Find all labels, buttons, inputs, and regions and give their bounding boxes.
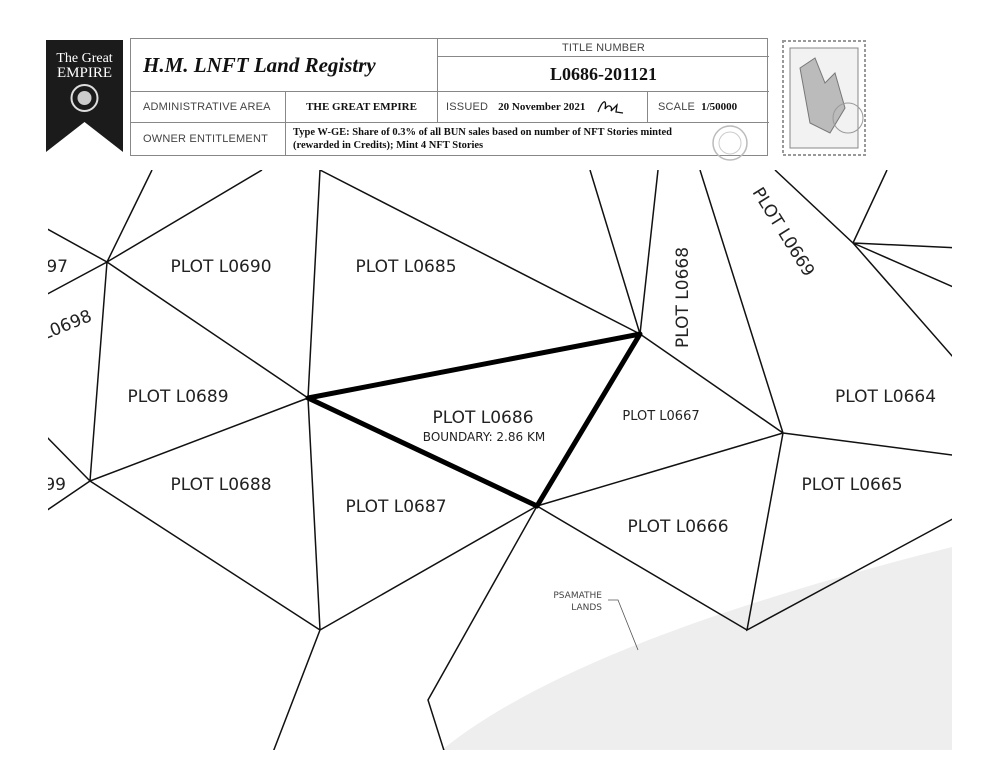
admin-area-value: THE GREAT EMPIRE — [306, 101, 417, 113]
scale-cell: SCALE 1/50000 — [648, 92, 769, 122]
owner-entitlement-line2: (rewarded in Credits); Mint 4 NFT Storie… — [293, 140, 484, 151]
psamathe-lands-region — [441, 547, 952, 750]
owner-entitlement-label: OWNER ENTITLEMENT — [143, 133, 269, 145]
title-number: L0686-201121 — [549, 63, 657, 84]
plot-label-l0689[interactable]: PLOT L0689 — [127, 387, 228, 407]
postage-stamp-icon — [782, 40, 866, 156]
plot-label-l0666[interactable]: PLOT L0666 — [627, 517, 728, 537]
plot-label-l0668[interactable]: PLOT L0668 — [673, 247, 693, 348]
owner-entitlement-line1: Type W-GE: Share of 0.3% of all BUN sale… — [293, 127, 672, 138]
great-empire-logo: The Great EMPIRE — [46, 40, 123, 152]
seal-stamp-icon — [712, 125, 748, 161]
plot-label-l0685[interactable]: PLOT L0685 — [355, 257, 456, 277]
registry-title-cell: H.M. LNFT Land Registry — [131, 39, 438, 91]
registry-header: H.M. LNFT Land Registry TITLE NUMBER L06… — [130, 38, 769, 161]
registry-title: H.M. LNFT Land Registry — [143, 52, 376, 77]
region-label-line1: PSAMATHE — [553, 591, 602, 601]
selected-plot-label[interactable]: PLOT L0686 — [432, 408, 533, 428]
scale-label: SCALE — [658, 101, 696, 113]
owner-entitlement-cell: Type W-GE: Share of 0.3% of all BUN sale… — [293, 123, 763, 155]
region-label-line2: LANDS — [571, 603, 602, 613]
admin-area-cell: THE GREAT EMPIRE — [286, 92, 438, 122]
region-leader-line — [608, 599, 639, 651]
logo-line1: The Great — [56, 51, 112, 66]
admin-area-label-cell: ADMINISTRATIVE AREA — [131, 92, 286, 122]
plot-label-l0698[interactable]: L0698 — [38, 306, 95, 344]
plot-label-l0664[interactable]: PLOT L0664 — [835, 387, 936, 407]
scale-value: 1/50000 — [701, 101, 738, 113]
logo-line2: EMPIRE — [57, 65, 112, 81]
plot-label-partial-97[interactable]: 97 — [46, 257, 68, 277]
plot-label-l0667[interactable]: PLOT L0667 — [622, 409, 699, 424]
lion-emblem-icon — [70, 84, 99, 112]
plot-label-l0665[interactable]: PLOT L0665 — [801, 475, 902, 495]
issued-cell: ISSUED 20 November 2021 — [438, 92, 648, 122]
signature-icon — [597, 101, 624, 114]
plot-label-partial-99[interactable]: 99 — [44, 475, 66, 495]
plot-label-l0669[interactable]: PLOT L0669 — [748, 184, 818, 280]
title-number-label: TITLE NUMBER — [561, 41, 646, 54]
plot-label-l0688[interactable]: PLOT L0688 — [170, 475, 271, 495]
info-row: ADMINISTRATIVE AREA THE GREAT EMPIRE ISS… — [131, 91, 769, 123]
title-number-cell: L0686-201121 — [438, 57, 769, 91]
selected-plot-boundary-length: BOUNDARY: 2.86 KM — [423, 430, 545, 444]
owner-label-cell: OWNER ENTITLEMENT — [131, 123, 286, 155]
title-number-label-cell: TITLE NUMBER — [438, 39, 769, 57]
plot-label-l0687[interactable]: PLOT L0687 — [345, 497, 446, 517]
admin-area-label: ADMINISTRATIVE AREA — [143, 101, 271, 113]
plot-label-l0690[interactable]: PLOT L0690 — [170, 257, 271, 277]
selected-plot-boundary[interactable] — [305, 331, 643, 509]
issued-label: ISSUED — [446, 101, 489, 113]
issued-date: 20 November 2021 — [498, 101, 586, 113]
